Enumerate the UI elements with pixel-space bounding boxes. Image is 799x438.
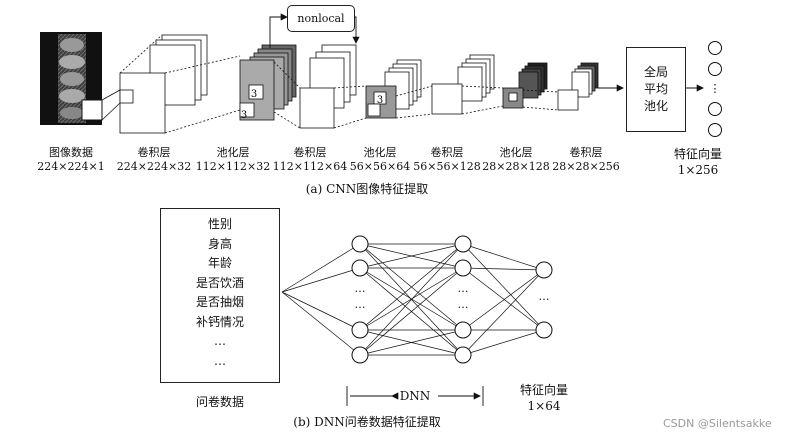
dnn-caption: (b) DNN问卷数据特征提取	[293, 415, 441, 429]
survey-item: 年龄	[207, 256, 232, 270]
dnn-edge	[462, 243, 545, 271]
global-average-pooling-box: 全局 平均 池化	[626, 47, 686, 132]
survey-item: 补钙情况	[195, 314, 244, 329]
dnn-connections	[281, 243, 545, 356]
dnn-edge	[359, 243, 464, 356]
input-image	[40, 32, 103, 125]
dnn-edge	[359, 243, 464, 331]
hidden2-node	[454, 235, 472, 253]
output-ellipsis: …	[538, 290, 550, 303]
kernel-size-label: 3	[241, 110, 247, 121]
pool2-stack	[333, 59, 422, 129]
kernel-size-label: 3	[377, 95, 383, 106]
pool1-stack	[164, 44, 297, 134]
dnn-edge	[462, 243, 545, 331]
dnn-edge	[462, 329, 545, 356]
dnn-span-marker	[346, 386, 484, 406]
watermark: CSDN @Silentsakke	[663, 417, 772, 430]
conv4-stack	[522, 62, 599, 111]
dnn-edge	[281, 243, 361, 293]
kernel-size-label: 3	[251, 89, 257, 100]
hidden1-node	[351, 346, 369, 364]
hidden1-node	[351, 321, 369, 339]
nonlocal-block: nonlocal	[287, 5, 355, 32]
conv1-stack	[119, 34, 208, 134]
dnn-edge	[281, 291, 361, 356]
hidden2-node	[454, 321, 472, 339]
survey-item: 是否抽烟	[195, 295, 244, 309]
layer1-ellipsis: …	[354, 282, 366, 295]
cnn-vector-ellipsis: ⋮	[709, 82, 721, 95]
dnn-edge	[462, 269, 545, 356]
receptive-field-lines	[101, 89, 121, 121]
gap-line: 平均	[643, 82, 668, 96]
pool3-stack	[461, 62, 548, 115]
conv3-stack	[395, 54, 495, 119]
dnn-nodes	[351, 235, 553, 364]
hidden2-node	[454, 346, 472, 364]
hidden1-node	[351, 235, 369, 253]
dnn-edge	[281, 291, 361, 331]
survey-data-label: 问卷数据	[195, 395, 245, 409]
survey-item: 性别	[207, 217, 232, 231]
cnn-feature-vector	[708, 41, 722, 137]
survey-item: 身高	[207, 236, 232, 251]
dnn-edge	[462, 267, 545, 271]
survey-data-box: 性别 身高 年龄 是否饮酒 是否抽烟 补钙情况 … …	[160, 208, 280, 383]
dnn-edge	[359, 329, 464, 356]
layer2-ellipsis: …	[457, 282, 469, 295]
hidden1-node	[351, 259, 369, 277]
gap-line: 池化	[643, 99, 668, 113]
output-node	[535, 321, 553, 339]
layer1-ellipsis: …	[354, 298, 366, 311]
dnn-edge	[359, 267, 464, 356]
cnn-caption: (a) CNN图像特征提取	[305, 182, 429, 196]
dnn-edge	[462, 267, 545, 331]
survey-item: 是否饮酒	[195, 275, 244, 290]
dnn-edge	[281, 267, 361, 293]
gap-line: 全局	[643, 65, 668, 79]
layer2-ellipsis: …	[457, 298, 469, 311]
survey-item: …	[214, 353, 226, 368]
dnn-edge	[462, 269, 545, 331]
survey-item: …	[214, 334, 226, 348]
dnn-label: DNN	[399, 389, 431, 403]
hidden2-node	[454, 259, 472, 277]
conv2-stack	[273, 44, 357, 129]
output-node	[535, 261, 553, 279]
dnn-edge	[359, 243, 464, 269]
